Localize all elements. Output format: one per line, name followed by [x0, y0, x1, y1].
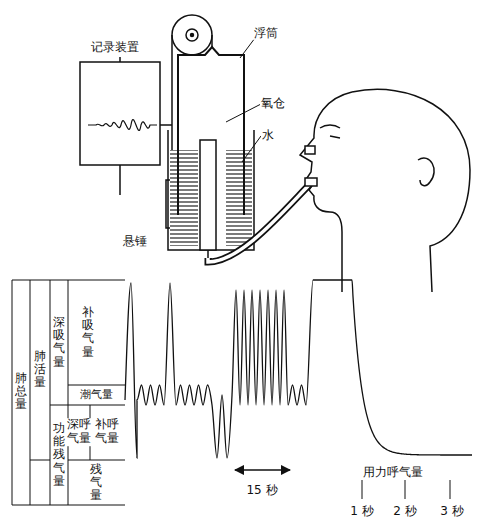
tube-inner — [208, 184, 310, 262]
volume-label: 潮气量 — [79, 388, 114, 401]
spirometer — [168, 38, 261, 258]
time-label: 1 秒 — [349, 504, 374, 518]
spirogram-trace — [125, 280, 472, 458]
time-label: 3 秒 — [439, 504, 464, 518]
device-label: 记录装置 — [90, 40, 140, 54]
volume-table — [12, 280, 125, 505]
part-label: 悬锤 — [122, 234, 148, 248]
time-label: 15 秒 — [245, 483, 278, 497]
volume-label: 补呼气量 — [95, 418, 119, 446]
volume-label: 残气量 — [90, 463, 102, 503]
time-label: 2 秒 — [392, 504, 417, 518]
part-label: 水 — [261, 128, 275, 142]
chart-label: 用力呼气量 — [362, 465, 424, 479]
part-label: 氧仓 — [260, 96, 286, 110]
volume-label: 肺总量 — [15, 372, 27, 412]
recording-device — [80, 57, 172, 195]
volume-label: 肺活量 — [34, 350, 46, 390]
tube — [208, 184, 310, 262]
spirogram-layer — [125, 280, 472, 458]
volume-label: 深呼气量 — [67, 418, 91, 446]
volume-label: 功能残气量 — [53, 422, 65, 488]
volume-label: 深吸气量 — [53, 316, 65, 369]
part-label: 浮筒 — [253, 26, 279, 40]
volume-label: 补吸气量 — [82, 306, 94, 359]
person — [300, 89, 470, 292]
